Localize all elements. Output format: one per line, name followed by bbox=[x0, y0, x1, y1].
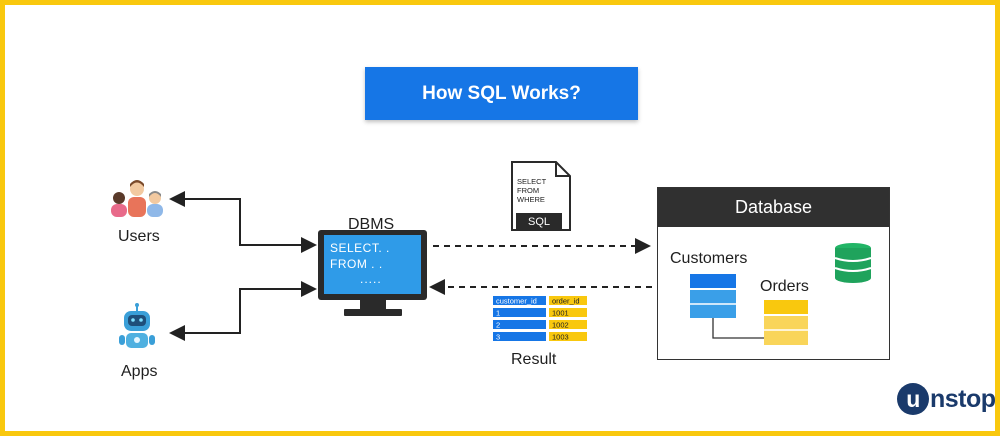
monitor-line-2: FROM . . bbox=[330, 257, 383, 271]
query-doc-tag: SQL bbox=[528, 216, 550, 228]
query-line-1: SELECT bbox=[517, 177, 547, 186]
result-table bbox=[493, 296, 587, 341]
apps-dbms-connector bbox=[169, 281, 317, 341]
orders-label: Orders bbox=[760, 278, 809, 295]
users-dbms-connector bbox=[169, 191, 317, 253]
database-panel: Database Customers Orders bbox=[657, 187, 890, 360]
relation-line bbox=[712, 318, 764, 339]
users-icon bbox=[111, 180, 163, 217]
users-label: Users bbox=[118, 228, 160, 245]
title-banner: How SQL Works? bbox=[365, 67, 638, 120]
result-header-customer-id: customer_id bbox=[496, 297, 537, 306]
result-header-order-id: order_id bbox=[552, 297, 580, 306]
monitor-line-1: SELECT. . bbox=[330, 241, 390, 255]
customers-label: Customers bbox=[670, 250, 748, 267]
result-cell: 1001 bbox=[552, 309, 569, 318]
database-icon bbox=[834, 243, 872, 283]
monitor-line-3: ..... bbox=[360, 272, 382, 286]
result-cell: 2 bbox=[496, 321, 500, 330]
unstop-logo-badge: u bbox=[897, 383, 929, 415]
dbms-label: DBMS bbox=[348, 216, 395, 233]
result-cell: 1002 bbox=[552, 321, 569, 330]
sql-document-icon bbox=[511, 161, 571, 231]
apps-label: Apps bbox=[121, 363, 158, 380]
result-cell: 1003 bbox=[552, 333, 569, 342]
customers-table-icon bbox=[690, 274, 736, 318]
database-title: Database bbox=[734, 197, 813, 217]
unstop-logo-rest: nstop bbox=[930, 384, 996, 413]
database-header: Database bbox=[658, 188, 889, 227]
result-cell: 1 bbox=[496, 309, 500, 318]
dbms-monitor-icon bbox=[318, 230, 427, 316]
query-line-2: FROM bbox=[517, 186, 539, 195]
title-text: How SQL Works? bbox=[422, 82, 581, 104]
database-contents bbox=[690, 243, 872, 345]
result-label: Result bbox=[511, 351, 557, 368]
query-line-3: WHERE bbox=[517, 195, 545, 204]
orders-table-icon bbox=[764, 300, 808, 345]
result-cell: 3 bbox=[496, 333, 500, 342]
robot-icon bbox=[119, 303, 155, 348]
